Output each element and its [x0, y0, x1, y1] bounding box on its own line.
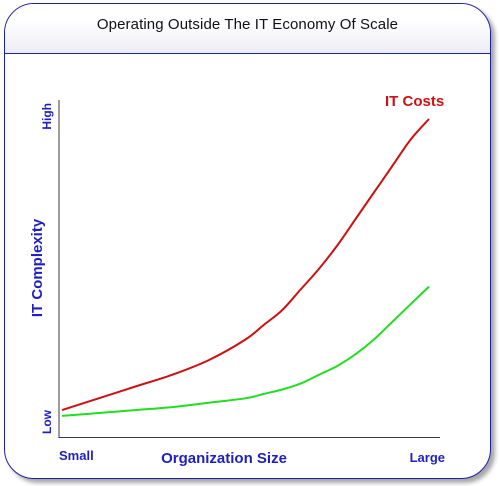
y-tick-label-high: High — [40, 103, 54, 130]
y-axis-label: IT Complexity — [29, 218, 46, 317]
x-axis-label: Organization Size — [161, 450, 287, 467]
chart-frame: Operating Outside The IT Economy Of Scal… — [4, 3, 491, 479]
series-label-it-costs: IT Costs — [385, 93, 444, 110]
series-line-it-costs — [61, 118, 430, 412]
series-line-green — [61, 285, 430, 417]
y-tick-label-low: Low — [40, 409, 54, 434]
chart-title: Operating Outside The IT Economy Of Scal… — [96, 16, 399, 33]
x-tick-label-large: Large — [410, 450, 445, 465]
x-tick-label-small: Small — [59, 448, 94, 463]
title-bar: Operating Outside The IT Economy Of Scal… — [5, 4, 490, 54]
